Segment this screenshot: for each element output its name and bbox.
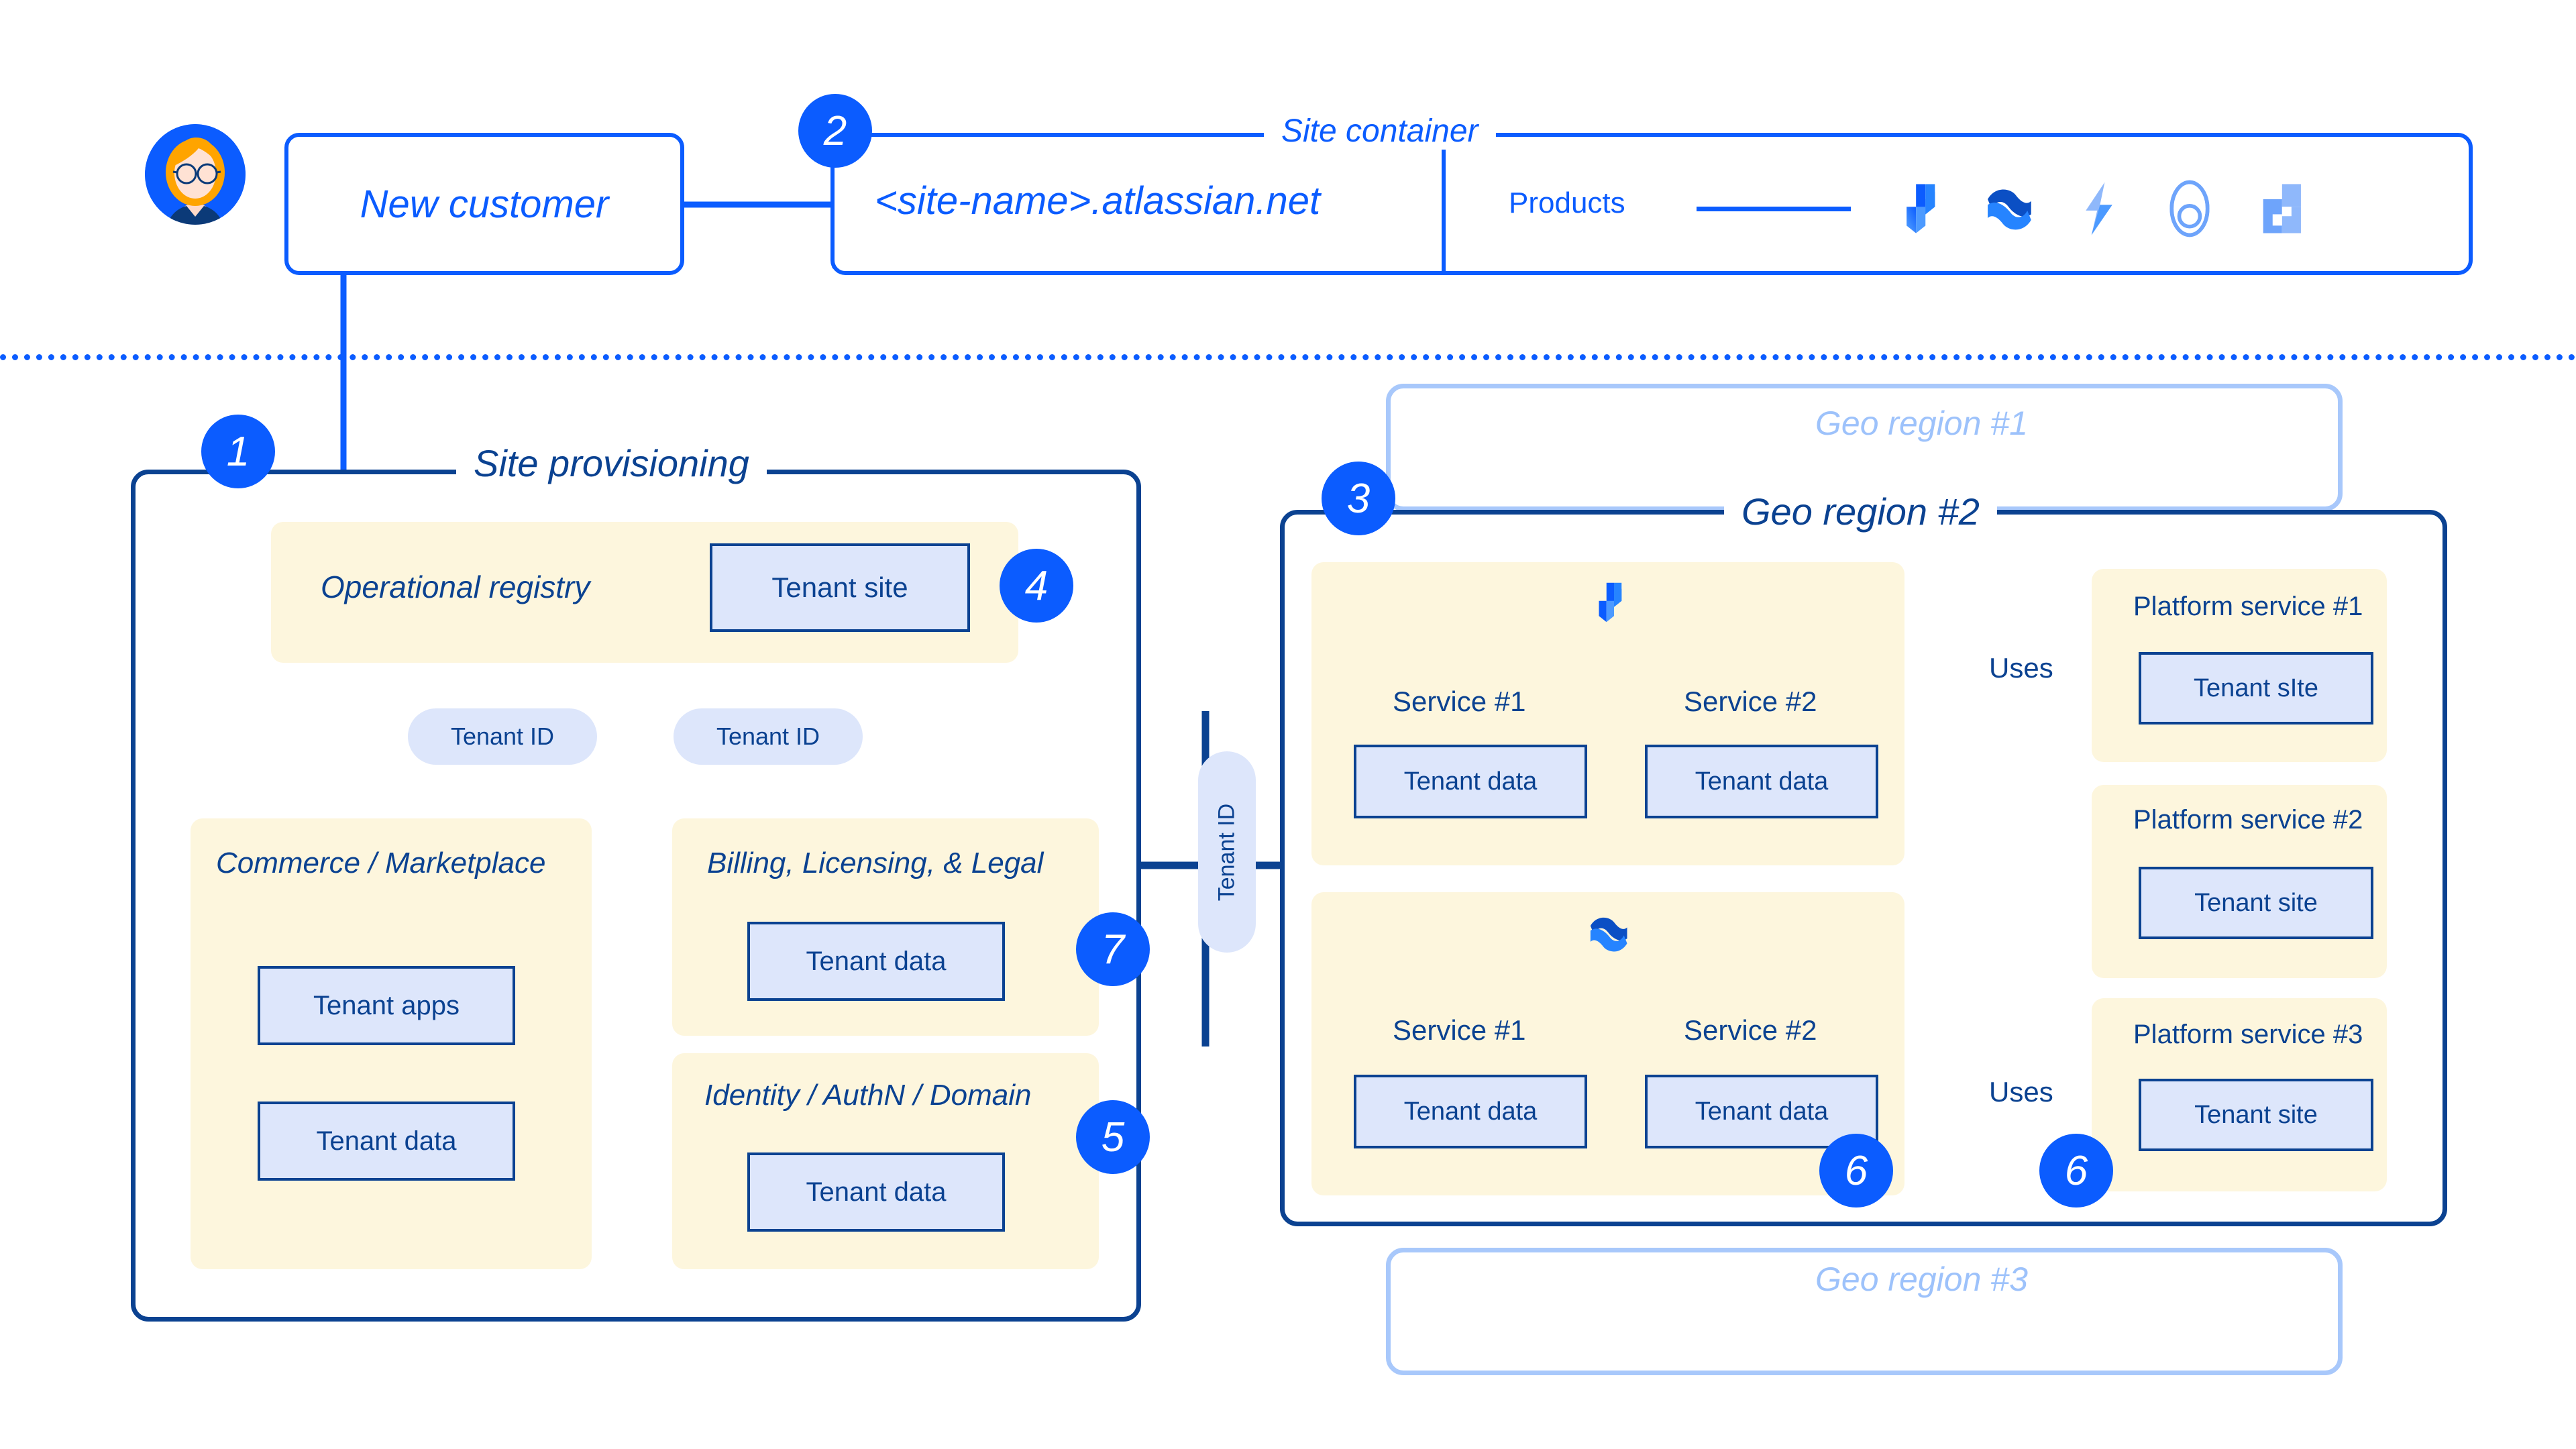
confluence-service-2-label: Service #2 — [1684, 1014, 1817, 1046]
jira-service-2-label: Service #2 — [1684, 686, 1817, 717]
badge-2[interactable]: 2 — [798, 94, 872, 168]
site-url-label: <site-name>.atlassian.net — [875, 179, 1321, 223]
atlas-icon[interactable] — [2159, 178, 2220, 239]
section-divider — [0, 354, 2576, 360]
jira-service-management-icon[interactable] — [2069, 178, 2129, 239]
confluence-service-1-tenant-data-chip[interactable]: Tenant data — [1354, 1075, 1587, 1148]
operational-registry-tenant-site-chip[interactable]: Tenant site — [710, 543, 970, 632]
uses-label-top: Uses — [1989, 652, 2053, 684]
commerce-tenant-apps-chip[interactable]: Tenant apps — [258, 966, 515, 1045]
badge-7[interactable]: 7 — [1076, 912, 1150, 986]
jira-service-2-tenant-data-chip[interactable]: Tenant data — [1645, 745, 1878, 818]
confluence-icon[interactable] — [1978, 178, 2039, 239]
site-container-box[interactable]: <site-name>.atlassian.net Products — [830, 113, 2473, 275]
identity-tenant-data-chip[interactable]: Tenant data — [747, 1152, 1005, 1232]
tenant-id-vertical-label: Tenant ID — [1214, 803, 1240, 901]
site-container-divider — [1442, 133, 1446, 275]
products-label: Products — [1509, 186, 1625, 219]
site-provisioning-title: Site provisioning — [456, 441, 767, 485]
platform-service-1-tenant-chip[interactable]: Tenant sIte — [2139, 652, 2373, 724]
commerce-marketplace-label: Commerce / Marketplace — [216, 847, 546, 879]
platform-service-2-tenant-chip[interactable]: Tenant site — [2139, 867, 2373, 939]
geo-region-3-ghost — [1386, 1248, 2343, 1375]
identity-authn-domain-label: Identity / AuthN / Domain — [704, 1079, 1032, 1112]
new-customer-box[interactable]: New customer — [284, 133, 684, 275]
confluence-icon — [1582, 908, 1633, 959]
badge-3[interactable]: 3 — [1322, 462, 1395, 535]
billing-licensing-legal-label: Billing, Licensing, & Legal — [707, 847, 1044, 879]
platform-service-1-title: Platform service #1 — [2133, 592, 2363, 621]
jira-icon[interactable] — [1888, 178, 1948, 239]
geo-region-2-title: Geo region #2 — [1724, 490, 1997, 533]
new-customer-label: New customer — [360, 182, 609, 226]
geo-region-1-label: Geo region #1 — [1798, 404, 2045, 443]
badge-4[interactable]: 4 — [1000, 549, 1073, 623]
jira-icon — [1584, 578, 1632, 627]
products-connector — [1697, 207, 1851, 211]
badge-6b[interactable]: 6 — [2039, 1134, 2113, 1208]
site-container-title: Site container — [1264, 113, 1496, 150]
badge-5[interactable]: 5 — [1076, 1100, 1150, 1174]
confluence-service-2-tenant-data-chip[interactable]: Tenant data — [1645, 1075, 1878, 1148]
tenant-id-pill-left[interactable]: Tenant ID — [408, 708, 597, 765]
billing-tenant-data-chip[interactable]: Tenant data — [747, 922, 1005, 1001]
jira-service-1-label: Service #1 — [1393, 686, 1526, 717]
geo-region-3-label: Geo region #3 — [1798, 1260, 2045, 1299]
tenant-id-vertical-pill[interactable]: Tenant ID — [1198, 751, 1256, 953]
operational-registry-label: Operational registry — [321, 570, 590, 604]
platform-service-2-title: Platform service #2 — [2133, 805, 2363, 835]
trello-icon[interactable] — [2250, 178, 2310, 239]
uses-label-bottom: Uses — [1989, 1076, 2053, 1108]
tenant-id-pill-right[interactable]: Tenant ID — [674, 708, 863, 765]
confluence-service-1-label: Service #1 — [1393, 1014, 1526, 1046]
platform-service-3-tenant-chip[interactable]: Tenant site — [2139, 1079, 2373, 1151]
jira-service-1-tenant-data-chip[interactable]: Tenant data — [1354, 745, 1587, 818]
badge-1[interactable]: 1 — [201, 415, 275, 488]
commerce-tenant-data-chip[interactable]: Tenant data — [258, 1102, 515, 1181]
customer-avatar — [145, 124, 246, 225]
badge-6a[interactable]: 6 — [1819, 1134, 1893, 1208]
platform-service-3-title: Platform service #3 — [2133, 1020, 2363, 1049]
